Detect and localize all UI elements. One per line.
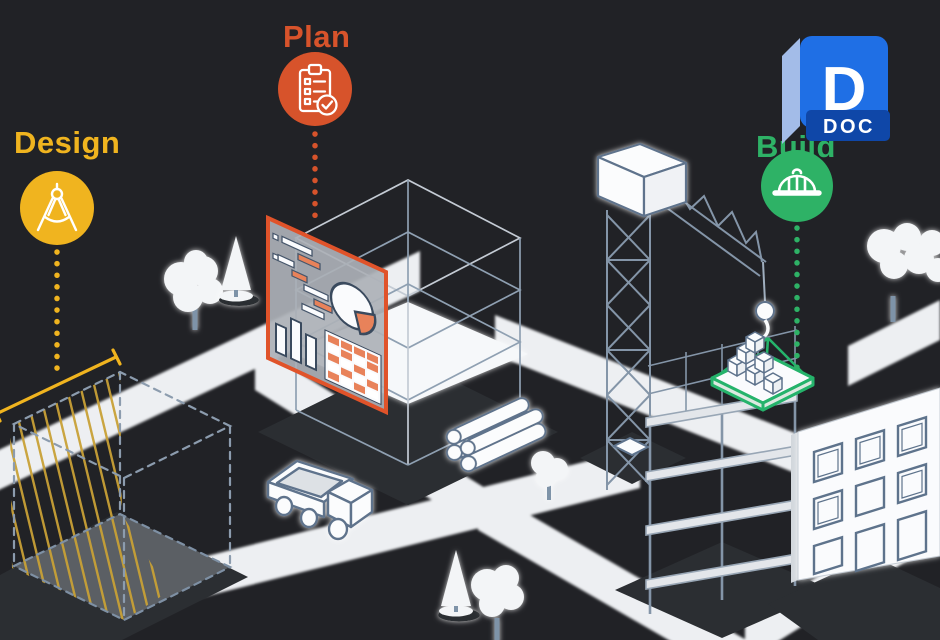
trees [164, 223, 940, 640]
design-phase-marker [20, 171, 94, 245]
tree-conifer [219, 236, 259, 306]
phase-connectors [54, 131, 800, 381]
design-label: Design [14, 125, 120, 160]
crane-base [611, 436, 651, 457]
analytics-panel [266, 214, 388, 416]
facade-panel [797, 387, 940, 581]
tree-conifer [438, 550, 480, 622]
dump-truck [266, 459, 374, 541]
plan-phase-marker [278, 52, 352, 126]
bar-chart [275, 317, 317, 372]
shadow-diamond [768, 556, 940, 640]
data-table [324, 329, 382, 406]
design-circle [20, 171, 94, 245]
dashed-cube [11, 370, 233, 622]
facade-windows [812, 415, 928, 576]
hard-hat-icon [772, 168, 822, 196]
plan-label: Plan [283, 19, 350, 54]
build-phase-marker [761, 150, 833, 222]
tree-deciduous-small [531, 451, 568, 500]
clipboard-check-icon [298, 63, 338, 116]
road [848, 300, 940, 386]
tree-deciduous [867, 223, 940, 322]
shadow-diamond [615, 542, 832, 638]
facade-edge [791, 432, 798, 583]
pipe-stack [445, 397, 547, 473]
stacked-blocks [727, 331, 783, 395]
plan-circle [278, 52, 352, 126]
gantt-chart [272, 232, 333, 321]
pie-chart [329, 281, 377, 336]
crane-cab-box [596, 142, 688, 218]
dimension-line [0, 348, 122, 423]
badge-banner [806, 110, 890, 141]
pallet-load [710, 331, 815, 412]
badge-square [800, 36, 888, 128]
badge-spine [782, 38, 800, 144]
badge-word: DOC [823, 116, 875, 138]
finished-building [791, 387, 940, 583]
tower-crane [596, 142, 775, 492]
panel-border [266, 214, 388, 416]
panel-content [272, 232, 382, 406]
tree-deciduous [164, 250, 223, 330]
docs-app-badge[interactable]: D DOC [782, 36, 890, 144]
drafting-compass-icon [36, 182, 78, 232]
